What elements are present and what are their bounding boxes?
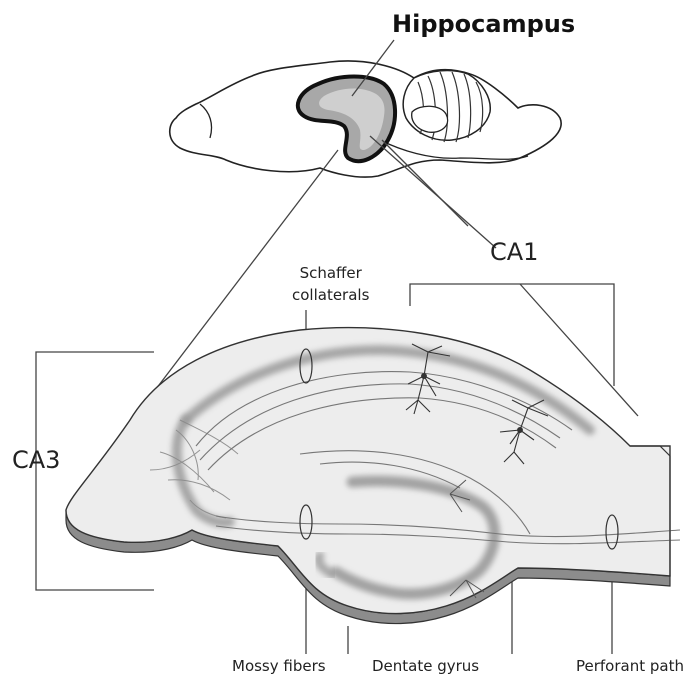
schaffer-collaterals-label: Schaffer collaterals [292, 262, 369, 306]
ca3-label: CA3 [12, 446, 60, 474]
mossy-fibers-label: Mossy fibers [232, 657, 326, 675]
schaffer-label-line2: collaterals [292, 284, 369, 306]
perforant-path-label: Perforant path [576, 657, 684, 675]
schaffer-label-line1: Schaffer [292, 262, 369, 284]
ca1-label: CA1 [490, 238, 538, 266]
diagram-title: Hippocampus [392, 10, 575, 38]
dentate-gyrus-label: Dentate gyrus [372, 657, 479, 675]
hippocampal-slice [66, 328, 680, 624]
